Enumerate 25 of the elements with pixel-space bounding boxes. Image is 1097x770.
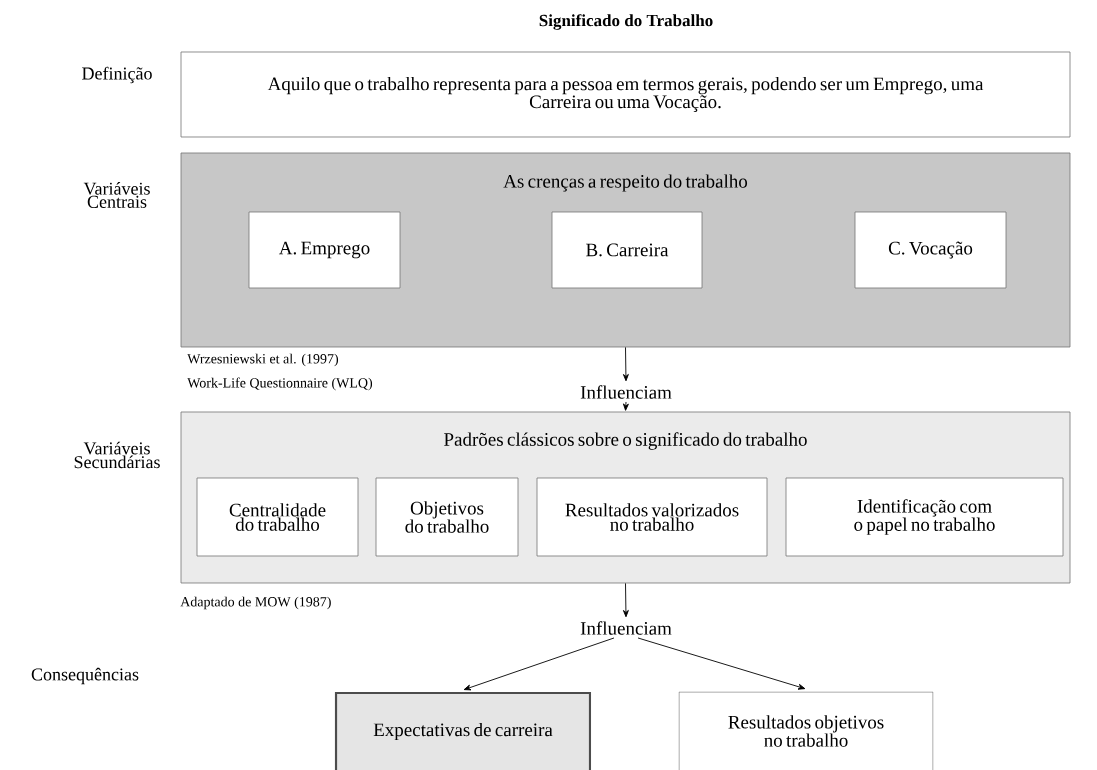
connector-text: Influenciam [580, 621, 672, 635]
citation: Adaptado de MOW (1987) [180, 596, 331, 610]
side-label: Consequências [31, 667, 139, 685]
process-box: B. Carreira [551, 211, 703, 289]
process-box: Centralidade do trabalho [196, 477, 359, 557]
outcome-box: Resultados objetivos no trabalho [678, 691, 934, 770]
connector-text: Influenciam [580, 385, 672, 399]
arrow [622, 582, 629, 618]
definition-box: Aquilo que o trabalho representa para a pessoa em termos gerais, podendo ser um Emprego, uma Carreira ou uma Vocação. [180, 51, 1071, 138]
process-box: Resultados valorizados no trabalho [536, 477, 768, 557]
side-label: Variáveis Secundárias [74, 441, 160, 469]
side-label: Definição [82, 66, 152, 84]
title: Significado do Trabalho [539, 14, 713, 30]
process-box: C. Vocação [854, 211, 1007, 289]
process-box: A. Emprego [248, 211, 401, 289]
arrow [637, 637, 806, 690]
outcome-box: Expectativas de carreira [334, 691, 592, 770]
arrow [463, 637, 615, 691]
arrow [622, 401, 629, 411]
side-label: Variáveis Centrais [83, 182, 150, 208]
arrow [622, 346, 629, 382]
process-box: Identificação com o papel no trabalho [785, 477, 1064, 557]
process-box: Objetivos do trabalho [375, 477, 519, 557]
citation: Work-Life Questionnaire (WLQ) [187, 377, 373, 391]
citation: Wrzesniewski et al. (1997) [187, 353, 339, 367]
